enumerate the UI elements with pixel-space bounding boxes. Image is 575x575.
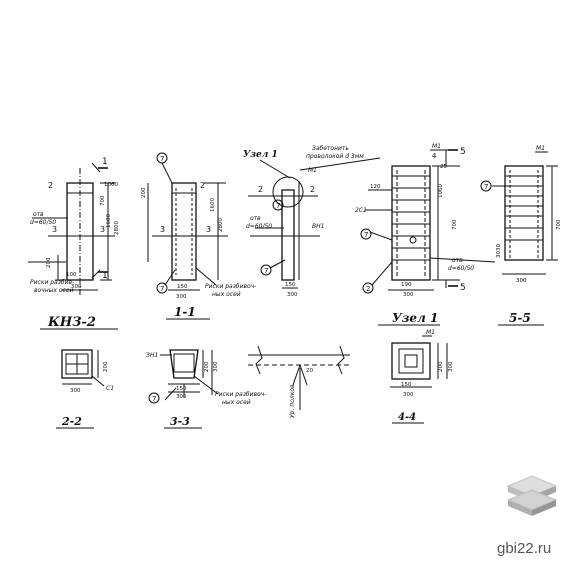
label-otv-dia: d=60/50	[30, 219, 56, 226]
callout-2-a: 2	[366, 285, 370, 293]
callout-7-c: 7	[276, 202, 280, 210]
site-watermark[interactable]: gbi22.ru	[497, 540, 552, 557]
marker-3-s1r: 3	[206, 225, 211, 234]
callout-7-a: 7	[160, 155, 164, 163]
dim-300-b: 300	[176, 294, 187, 300]
label-c1: С1	[106, 385, 114, 392]
callout-7-f: 7	[484, 183, 488, 191]
dim-1060: 1060	[104, 182, 118, 188]
title-knz2: КНЗ-2	[47, 315, 96, 330]
callout-7-e: 7	[364, 231, 368, 239]
dim-300-c: 300	[287, 292, 298, 298]
label-otv-dia-3: d=60/50	[448, 265, 474, 272]
title-3-3: 3-3	[170, 415, 190, 428]
label-uzel-callout: Узел 1	[243, 150, 278, 160]
dim-200-a: 200	[46, 257, 52, 268]
dim-300-d: 300	[403, 292, 414, 298]
marker-2-s1: 2	[200, 181, 205, 190]
dim-200-b: 200	[141, 187, 147, 198]
marker-2-left: 2	[48, 181, 53, 190]
dim-1600-b: 1600	[210, 198, 216, 212]
label-otv-3: отв	[452, 257, 463, 264]
label-zabetonit: Забетонить	[312, 145, 349, 152]
label-m1-a: М1	[308, 167, 317, 174]
marker-2-uzel-r: 2	[310, 185, 315, 194]
dim-300-j: 300	[448, 361, 454, 372]
dim-1070: 1060	[438, 184, 444, 198]
marker-2-uzel-l: 2	[258, 185, 263, 194]
label-2c1: 2С1	[355, 207, 367, 214]
marker-1-top: 1	[102, 157, 108, 167]
dim-150-c: 150	[176, 386, 187, 392]
label-otv: отв	[33, 211, 44, 218]
dim-2800-b: 2800	[218, 218, 224, 232]
label-otv-2: отв	[250, 215, 261, 222]
dim-150-b: 150	[285, 282, 296, 288]
dim-300-f: 300	[70, 388, 81, 394]
callout-7-b: 7	[160, 285, 164, 293]
dim-20: 20	[306, 368, 313, 374]
uzel-1-detail	[365, 149, 496, 291]
dim-190: 190	[401, 282, 412, 288]
title-4-4: 4-4	[398, 412, 416, 423]
marker-4: 4	[432, 152, 437, 160]
dim-700: 700	[100, 195, 106, 206]
marker-1-bottom: 1	[102, 271, 108, 281]
label-vn1: ВН1	[312, 223, 324, 230]
dim-1600: 1600	[106, 214, 112, 228]
label-ur: Ур. полков	[289, 384, 296, 418]
dim-700-b: 700	[452, 219, 458, 230]
site-logo-icon	[506, 475, 558, 516]
label-zn1: ЗН1	[146, 352, 158, 359]
dim-150-d: 150	[401, 382, 412, 388]
dim-700-c: 700	[556, 219, 562, 230]
label-provolokoi: проволокой d 3мм	[306, 153, 364, 160]
dim-300-i: 300	[403, 392, 414, 398]
dim-100: 100	[66, 272, 77, 278]
section-3-3	[160, 349, 219, 401]
section-markers	[98, 149, 458, 287]
label-riski-1: Риски разбив-	[30, 279, 74, 286]
title-2-2: 2-2	[61, 415, 82, 428]
title-uzel-1: Узел 1	[392, 311, 438, 325]
label-riski-3: Риски разбивоч-	[205, 283, 256, 290]
marker-3-left: 3	[52, 225, 57, 234]
section-1-1	[147, 162, 228, 291]
dim-200-e: 200	[438, 361, 444, 372]
marker-5-bottom: 5	[460, 283, 466, 293]
dim-200-c: 200	[103, 361, 109, 372]
label-m1-d: М1	[426, 329, 435, 336]
section-4-4	[390, 335, 448, 388]
callout-7-g: 7	[152, 395, 156, 403]
dim-2800: 2800	[114, 221, 120, 235]
section-view-uzel	[248, 157, 381, 289]
callout-7-d: 7	[264, 267, 268, 275]
label-riski-5: Риски разбивоч-	[215, 391, 266, 398]
label-otv-dia-2: d=60/50	[246, 223, 272, 230]
dim-200-d: 200	[204, 361, 210, 372]
label-m1-c: М1	[536, 145, 545, 152]
dim-120: 120	[370, 184, 381, 190]
section-2-2	[61, 349, 105, 387]
marker-3-right: 3	[100, 225, 105, 234]
title-5-5: 5-5	[509, 311, 531, 325]
dim-300-g: 300	[176, 394, 187, 400]
dim-25: 25	[440, 164, 447, 170]
dim-300-a: 300	[71, 284, 82, 290]
dim-3030: 3030	[496, 244, 502, 258]
dim-150-a: 150	[177, 284, 188, 290]
marker-3-s1l: 3	[160, 225, 165, 234]
dim-300-e: 300	[516, 278, 527, 284]
label-riski-4: ных осей	[212, 291, 241, 298]
label-riski-2: вочных осей	[34, 287, 74, 294]
title-1-1: 1-1	[174, 305, 196, 319]
label-riski-6: ных осей	[222, 399, 251, 406]
panel-strip	[248, 345, 350, 410]
marker-5-top: 5	[460, 147, 466, 157]
section-5-5	[492, 151, 558, 275]
label-m1-b: М1	[432, 143, 441, 150]
dim-300-h: 300	[213, 361, 219, 372]
